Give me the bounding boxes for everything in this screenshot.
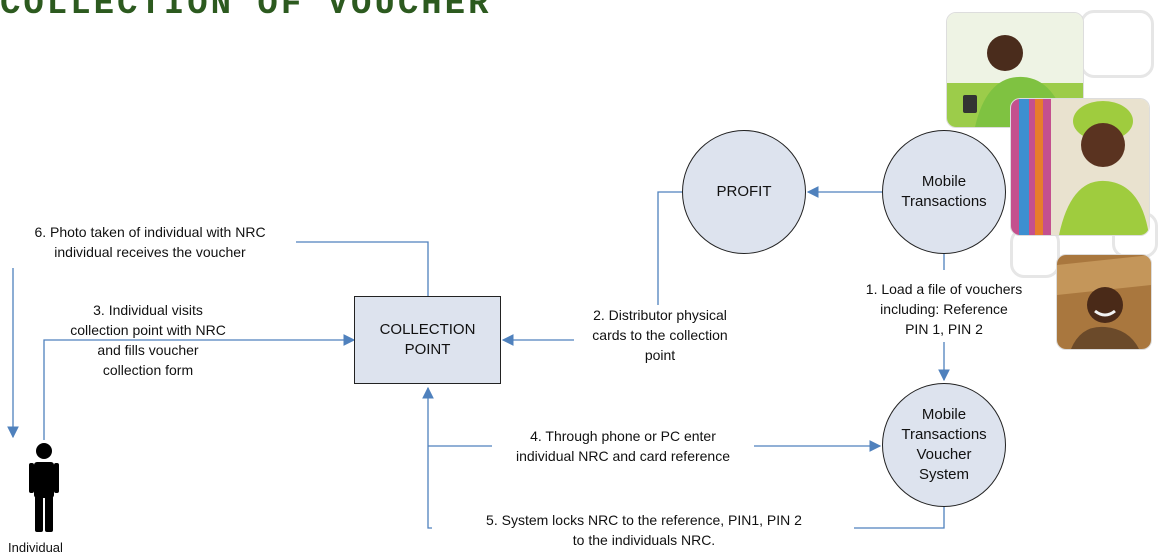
step-2-label: 2. Distributor physical cards to the col…	[574, 305, 746, 365]
node-line: POINT	[404, 341, 451, 358]
label-line: 3. Individual visits	[93, 302, 203, 318]
label-line: including: Reference	[880, 301, 1008, 317]
node-line: Transactions	[901, 426, 987, 443]
node-line: COLLECTION	[379, 321, 476, 338]
label-line: to the individuals NRC.	[572, 532, 716, 548]
photo-woman-on-phone	[1010, 98, 1150, 236]
step-5-label: 5. System locks NRC to the reference, PI…	[432, 510, 856, 550]
node-line: Voucher	[916, 446, 972, 463]
node-line: Transactions	[901, 193, 987, 210]
page-title: COLLECTION OF VOUCHER	[0, 0, 492, 24]
label-line: collection form	[102, 362, 194, 378]
label-line: PIN 1, PIN 2	[905, 321, 983, 337]
step-1-label: 1. Load a file of vouchers including: Re…	[846, 279, 1042, 339]
profit-node: PROFIT	[682, 130, 806, 254]
label-line: 6. Photo taken of individual with NRC	[34, 224, 266, 240]
label-line: point	[644, 347, 676, 363]
label-line: individual receives the voucher	[54, 244, 246, 260]
label-line: individual NRC and card reference	[516, 448, 730, 464]
profit-label: PROFIT	[716, 183, 772, 200]
step-4-label: 4. Through phone or PC enter individual …	[490, 426, 756, 466]
label-line: cards to the collection	[592, 327, 728, 343]
node-line: System	[918, 466, 969, 483]
mobile-transactions-node: Mobile Transactions	[882, 130, 1006, 254]
person-icon	[29, 443, 59, 532]
label-line: collection point with NRC	[70, 322, 226, 338]
label-line: 5. System locks NRC to the reference, PI…	[486, 512, 802, 528]
label-line: 4. Through phone or PC enter	[530, 428, 716, 444]
arrow-voucher-to-collection	[854, 507, 945, 529]
step-6-label: 6. Photo taken of individual with NRC in…	[12, 222, 288, 262]
arrow-collection-to-individual	[296, 241, 429, 296]
label-line: and fills voucher	[97, 342, 199, 358]
step-3-label: 3. Individual visits collection point wi…	[50, 300, 246, 380]
label-line: 2. Distributor physical	[593, 307, 727, 323]
collection-point-node: COLLECTION POINT	[354, 296, 501, 384]
photo-man-carrying-grass	[1056, 254, 1152, 350]
node-line: Mobile	[921, 173, 967, 190]
node-line: Mobile	[921, 406, 967, 423]
individual-label: Individual	[8, 540, 63, 555]
voucher-system-node: Mobile Transactions Voucher System	[882, 383, 1006, 507]
label-line: 1. Load a file of vouchers	[865, 281, 1023, 297]
arrow-individual-to-collection	[43, 334, 356, 440]
